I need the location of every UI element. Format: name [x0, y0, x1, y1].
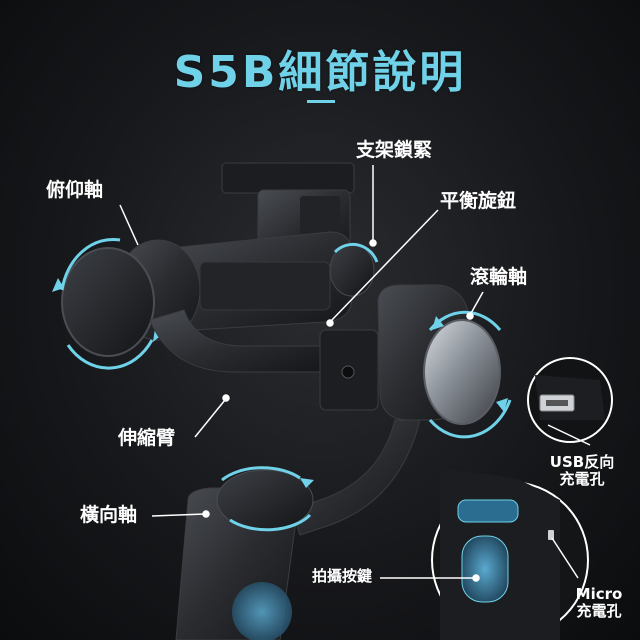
leader-lines — [119, 165, 591, 582]
balance-knob — [329, 242, 379, 297]
label-micro-charging-line2: 充電孔 — [576, 602, 622, 621]
label-shutter-button: 拍攝按鍵 — [312, 567, 373, 585]
usb-port-inset — [527, 357, 613, 443]
label-balance-knob: 平衡旋鈕 — [440, 190, 517, 212]
lower-arm — [291, 419, 421, 536]
label-roll-axis: 滾輪軸 — [470, 266, 528, 288]
label-bracket-lock: 支架鎖緊 — [356, 139, 433, 161]
handle — [175, 466, 314, 640]
label-micro-charging: Micro 充電孔 — [564, 585, 634, 621]
page-title: S5B細節說明 — [173, 47, 467, 98]
label-micro-charging-line1: Micro — [575, 585, 623, 603]
label-extension-arm: 伸縮臂 — [118, 427, 176, 449]
micro-port-inset — [431, 470, 589, 640]
label-pan-axis: 橫向軸 — [80, 504, 138, 526]
label-tilt-axis: 俯仰軸 — [46, 179, 104, 201]
title-underline — [307, 100, 335, 103]
roll-axis-motor — [377, 284, 512, 439]
label-usb-charging-line2: 充電孔 — [559, 470, 605, 489]
center-connector — [319, 329, 379, 411]
label-usb-charging: USB反向 充電孔 — [538, 453, 626, 489]
label-usb-charging-line1: USB反向 — [549, 453, 615, 471]
